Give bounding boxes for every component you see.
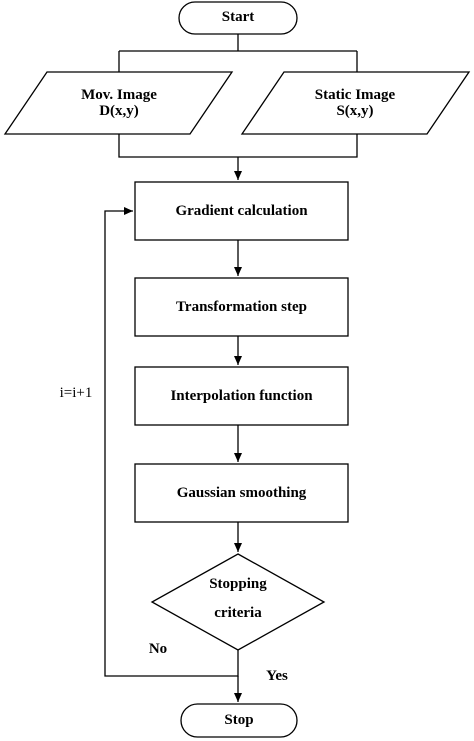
smoothing-label: Gaussian smoothing	[176, 485, 307, 501]
edge-inputs-merge	[118, 134, 358, 158]
start-label: Start	[221, 9, 255, 25]
decision-diamond	[150, 553, 326, 651]
smoothing-box	[134, 463, 349, 523]
edge-no-loop	[104, 207, 239, 677]
interpolation-label: Interpolation function	[170, 388, 313, 404]
moving-image-input	[3, 71, 234, 135]
decision-label-line2: criteria	[214, 605, 262, 621]
stop-node	[180, 703, 298, 738]
gradient-box	[134, 181, 349, 241]
transformation-box	[134, 277, 349, 337]
yes-label: Yes	[266, 668, 288, 684]
static-image-label-line1: Static Image	[314, 87, 396, 103]
moving-image-label-line2: D(x,y)	[99, 103, 139, 119]
edge-start-split	[118, 34, 358, 72]
static-image-label-line2: S(x,y)	[336, 103, 374, 119]
gradient-label: Gradient calculation	[175, 203, 308, 219]
decision-label-line1: Stopping	[209, 576, 267, 592]
static-image-input	[240, 71, 471, 135]
moving-image-label-line1: Mov. Image	[81, 87, 157, 103]
stop-label: Stop	[224, 712, 254, 728]
interpolation-box	[134, 366, 349, 426]
transformation-label: Transformation step	[176, 299, 307, 315]
loop-increment-label: i=i+1	[59, 385, 93, 401]
no-label: No	[148, 641, 168, 657]
